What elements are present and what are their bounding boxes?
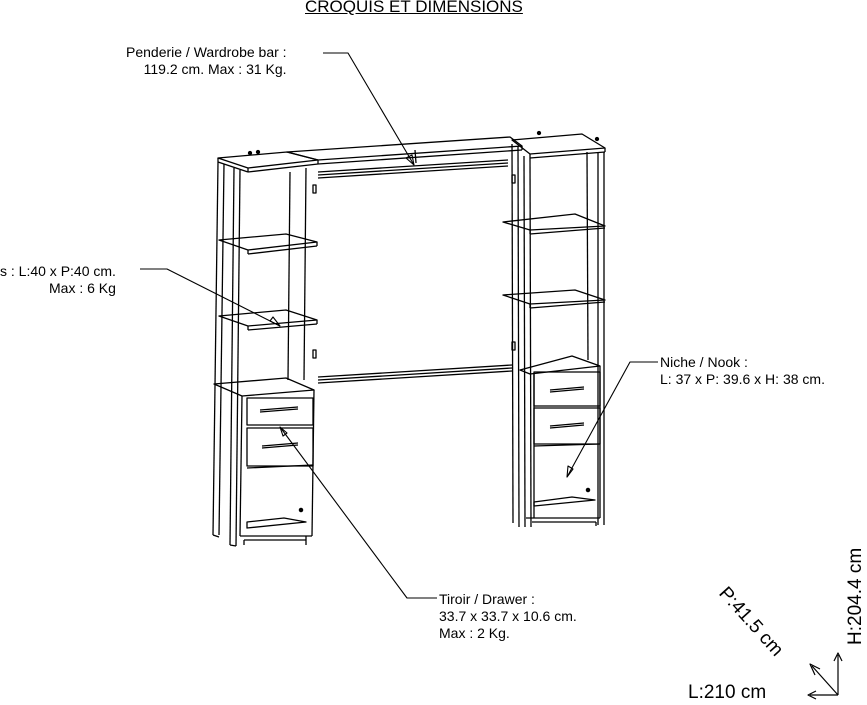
drawer-max: Max : 2 Kg. <box>439 625 510 641</box>
drawer-callout: Tiroir / Drawer : 33.7 x 33.7 x 10.6 cm.… <box>439 591 577 642</box>
shelves-callout: s : L:40 x P:40 cm. Max : 6 Kg <box>0 263 116 297</box>
niche-label: Niche / Nook : <box>660 354 748 370</box>
height-dimension: H:204.4 cm <box>845 547 866 645</box>
drawer-label: Tiroir / Drawer : <box>439 591 535 607</box>
right-column <box>502 130 606 528</box>
niche-callout: Niche / Nook : L: 37 x P: 39.6 x H: 38 c… <box>660 354 825 388</box>
wardrobe-bar-label: Penderie / Wardrobe bar : <box>126 44 287 60</box>
shelves-spec: s : L:40 x P:40 cm. <box>0 263 116 279</box>
leader-lines <box>140 52 658 599</box>
left-column <box>212 149 319 547</box>
page-title: CROQUIS ET DIMENSIONS <box>305 0 523 16</box>
niche-spec: L: 37 x P: 39.6 x H: 38 cm. <box>660 371 825 387</box>
dimension-axes <box>807 652 843 700</box>
wardrobe-bar-frame <box>286 136 523 384</box>
length-dimension: L:210 cm <box>688 682 767 703</box>
wardrobe-bar-spec: 119.2 cm. Max : 31 Kg. <box>143 61 287 77</box>
drawer-spec: 33.7 x 33.7 x 10.6 cm. <box>439 608 577 624</box>
wardrobe-bar-callout: Penderie / Wardrobe bar : 119.2 cm. Max … <box>126 44 287 78</box>
shelves-max: Max : 6 Kg <box>49 280 116 296</box>
